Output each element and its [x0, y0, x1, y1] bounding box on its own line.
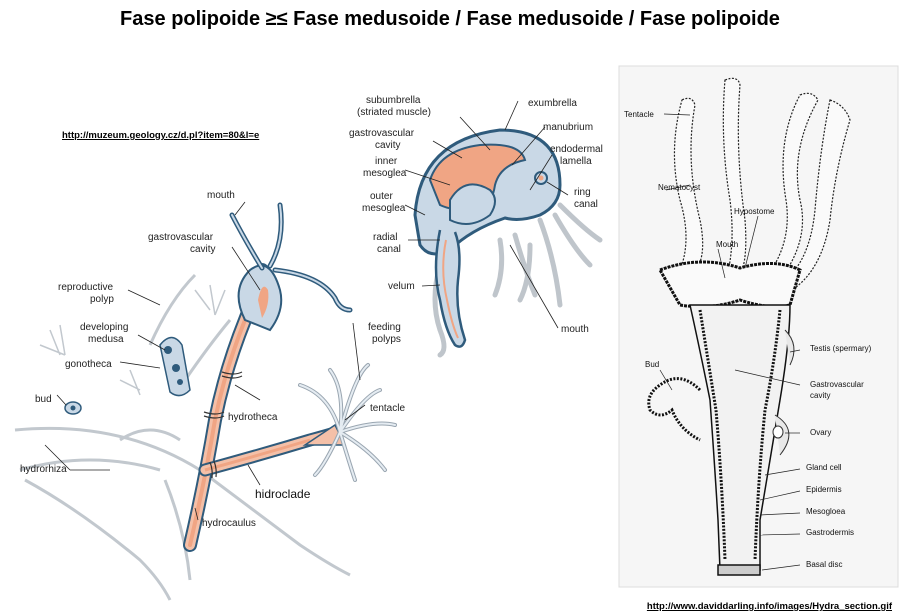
label-hydrotheca: hydrotheca	[228, 412, 278, 423]
label-hypostome: Hypostome	[734, 207, 775, 216]
label-bud: bud	[35, 394, 52, 405]
medusa-illustration: subumbrella (striated muscle) exumbrella…	[349, 95, 603, 358]
label-manubrium: manubrium	[543, 122, 593, 133]
label-developing-medusa-1: developing	[80, 322, 128, 333]
label-subumbrella-1: subumbrella	[366, 95, 421, 106]
label-gastrovascular-cavity-2: cavity	[190, 244, 216, 255]
label-endodermal-lamella-2: lamella	[560, 156, 592, 167]
label-basal-disc: Basal disc	[806, 560, 842, 569]
label-hydra-tentacle: Tentacle	[624, 110, 654, 119]
label-outer-mesoglea-2: mesoglea	[362, 203, 406, 214]
label-mesogloea: Mesogloea	[806, 507, 846, 516]
label-epidermis: Epidermis	[806, 485, 842, 494]
label-exumbrella: exumbrella	[528, 98, 577, 109]
label-feeding-polyps-2: polyps	[372, 334, 401, 345]
label-hydra-gastrovascular-1: Gastrovascular	[810, 380, 864, 389]
label-medusa-mouth: mouth	[561, 324, 589, 335]
label-outer-mesoglea-1: outer	[370, 191, 393, 202]
label-testis: Testis (spermary)	[810, 344, 872, 353]
label-gonotheca: gonotheca	[65, 359, 112, 370]
label-subumbrella-2: (striated muscle)	[357, 107, 431, 118]
source-link-colony[interactable]: http://muzeum.geology.cz/d.pl?item=80&l=…	[62, 130, 260, 141]
label-inner-mesoglea-2: mesoglea	[363, 168, 407, 179]
label-gastrovascular-2: cavity	[375, 140, 401, 151]
label-inner-mesoglea-1: inner	[375, 156, 398, 167]
label-gastrodermis: Gastrodermis	[806, 528, 854, 537]
label-endodermal-lamella-1: endodermal	[550, 144, 603, 155]
label-hydra-gastrovascular-2: cavity	[810, 391, 830, 400]
hydra-section-illustration: Tentacle Nematocyst Hypostome Mouth Test…	[618, 65, 899, 588]
label-radial-canal-1: radial	[373, 232, 397, 243]
label-gastrovascular-cavity-1: gastrovascular	[148, 232, 214, 243]
label-reproductive-polyp-2: polyp	[90, 294, 114, 305]
label-ring-canal-1: ring	[574, 187, 591, 198]
source-link-hydra[interactable]: http://www.daviddarling.info/images/Hydr…	[646, 601, 892, 612]
label-gland-cell: Gland cell	[806, 463, 842, 472]
label-radial-canal-2: canal	[377, 244, 401, 255]
label-hydrocaulus: hydrocaulus	[202, 518, 256, 529]
label-ovary: Ovary	[810, 428, 831, 437]
label-tentacle: tentacle	[370, 403, 405, 414]
label-mouth: mouth	[207, 190, 235, 201]
label-ring-canal-2: canal	[574, 199, 598, 210]
label-hidroclade: hidroclade	[255, 487, 311, 501]
page-title: Fase polipoide ≥≤ Fase medusoide / Fase …	[120, 8, 780, 30]
label-hydra-mouth: Mouth	[716, 240, 738, 249]
label-developing-medusa-2: medusa	[88, 334, 124, 345]
colony-illustration: mouth gastrovascular cavity reproductive…	[14, 190, 405, 601]
label-feeding-polyps-1: feeding	[368, 322, 401, 333]
label-nematocyst: Nematocyst	[658, 183, 701, 192]
label-hydra-bud: Bud	[645, 360, 659, 369]
label-hydrorhiza: hydrorhiza	[20, 464, 67, 475]
label-gastrovascular-1: gastrovascular	[349, 128, 415, 139]
label-velum: velum	[388, 281, 415, 292]
label-reproductive-polyp-1: reproductive	[58, 282, 113, 293]
